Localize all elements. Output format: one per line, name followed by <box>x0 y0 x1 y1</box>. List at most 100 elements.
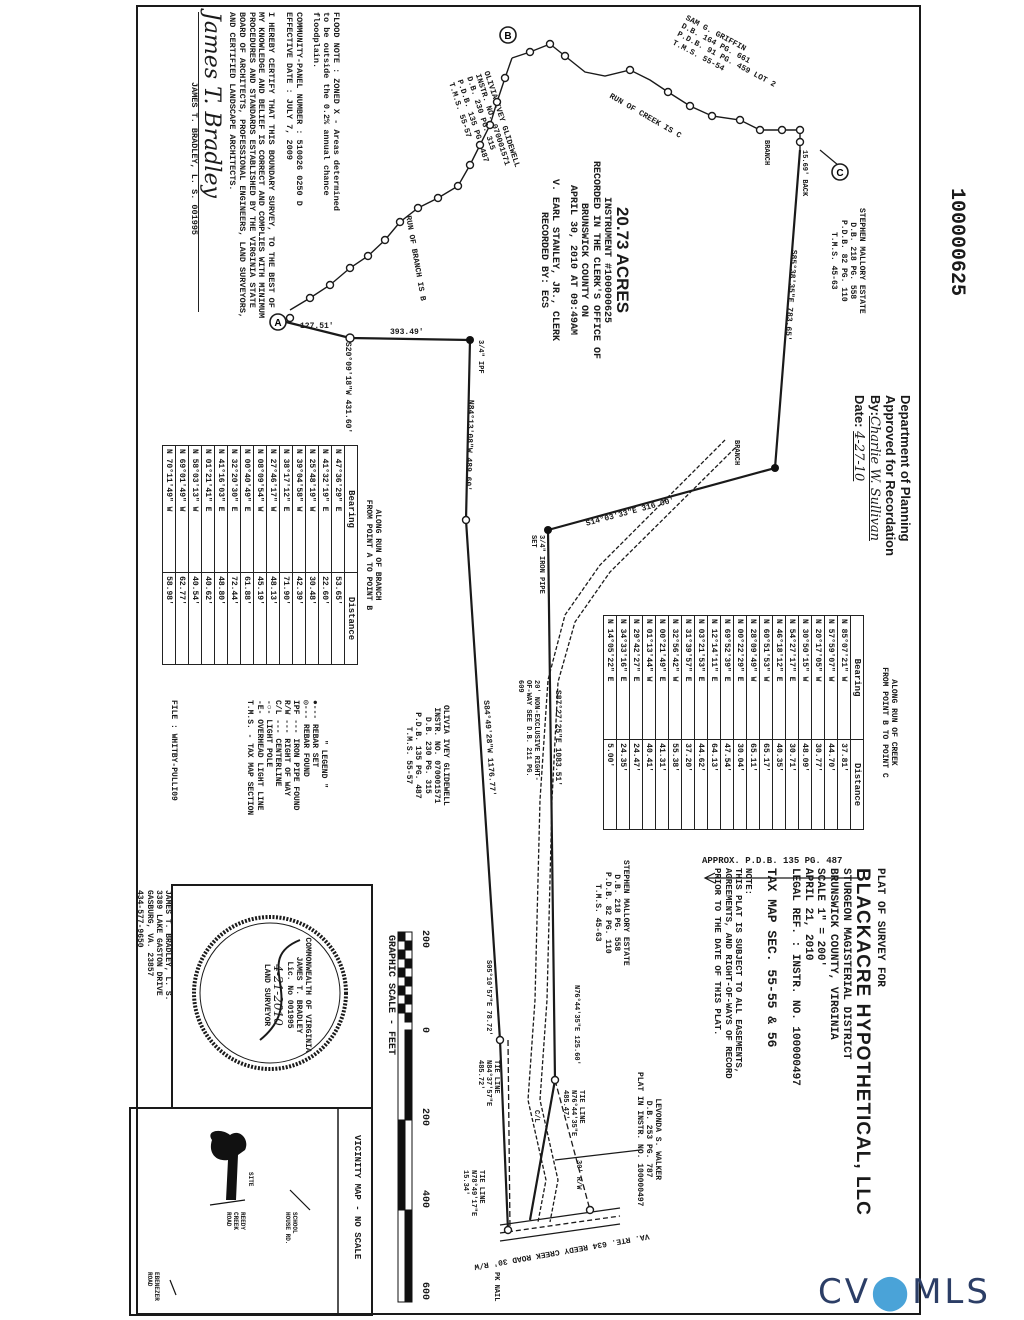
point-c-label: C <box>836 168 843 179</box>
bearing-cell: N 27°46'17" W <box>266 445 280 573</box>
distance-cell: 42.39' <box>292 572 306 665</box>
legend-title: " LEGEND " <box>319 740 328 789</box>
tie-line-label: TIE LINE N78°49'17"E 15.34' <box>461 1170 485 1217</box>
file-name: FILE : WHITBY-PULLI09 <box>169 700 178 801</box>
planning-approval-stamp: Department of Planning Approved for Reco… <box>850 395 913 556</box>
sheet-border <box>136 5 921 1315</box>
clerk-name: V. EARL STANLEY, JR., CLERK <box>549 178 561 342</box>
legend-item: R/W --- RIGHT OF WAY <box>282 700 292 797</box>
bearing-cell: N 32°20'30" E <box>227 445 241 573</box>
scale-tick: 200 <box>419 1108 430 1127</box>
course-label: S20°09'18"W 431.60' <box>343 342 352 434</box>
course-label: S05°10'57"E 78.72' <box>484 960 492 1036</box>
bearing-cell: N 41°32'19" E <box>318 445 332 573</box>
distance-cell: 37.81' <box>837 739 851 830</box>
distance-cell: 62.77' <box>175 572 189 665</box>
column-header: Bearing <box>344 445 358 573</box>
bearing-cell: N 34°33'16" E <box>616 615 630 740</box>
certification: I HEREBY CERTIFY THAT THIS BOUNDARY SURV… <box>266 12 277 308</box>
distance-cell: 5.00' <box>603 739 617 830</box>
map-pin-icon: ⬤ <box>871 1272 913 1312</box>
bearing-cell: N 29°42'27" E <box>629 615 643 740</box>
course-label: S87°27'25"E 1083.51' <box>553 690 562 787</box>
distance-cell: 30.04' <box>733 739 747 830</box>
bearing-cell: N 28°09'49" W <box>746 615 760 740</box>
distance-cell: 64.13' <box>707 739 721 830</box>
bearing-cell: N 00°40'49" E <box>240 445 254 573</box>
distance-cell: 30.48' <box>305 572 319 665</box>
column-header: Distance <box>850 739 864 830</box>
title-date: APRIL 21, 2010 <box>801 868 814 961</box>
distance-cell: 44.62' <box>694 739 708 830</box>
bearing-cell: N 32°56'42" W <box>668 615 682 740</box>
title-line1: PLAT OF SURVEY FOR <box>874 868 886 987</box>
seal-text: COMMONWEALTH OF VIRGINIA JAMES T. BRADLE… <box>261 937 312 1053</box>
stamp-date: 4-27-10 <box>851 431 867 482</box>
graphic-scale-bar <box>397 931 413 1303</box>
distance-cell: 55.38' <box>668 739 682 830</box>
bearing-cell: N 60°51'53" W <box>759 615 773 740</box>
stamp-signature: Charlie W. Sullivan <box>867 415 883 541</box>
title-county: BRUNSWICK COUNTY, VIRGINIA <box>826 868 839 1040</box>
course-label: 127.51' <box>300 322 334 331</box>
acreage: 20.73 ACRES <box>613 206 632 314</box>
pk-nail-label: PK NAIL <box>492 1272 500 1302</box>
course-label: 393.49' <box>390 328 424 337</box>
distance-cell: 40.62' <box>201 572 215 665</box>
branch-label: BRANCH <box>762 140 770 166</box>
bearing-cell: N 70°11'49" W <box>162 445 176 573</box>
bearing-cell: N 14°05'22" E <box>603 615 617 740</box>
title-tax-map: TAX MAP SEC. 55-55 & 56 <box>764 868 780 1048</box>
note-line: AGREEMENTS, AND RIGHT-OF-WAYS OF RECORD <box>722 868 733 1079</box>
distance-cell: 48.13' <box>266 572 280 665</box>
scale-tick: 600 <box>419 1282 430 1301</box>
title-owner: BLACKACRE HYPOTHETICAL, LLC <box>852 868 874 1216</box>
ipf-label: 3/4" IPF <box>476 340 484 374</box>
distance-cell: 24.35' <box>616 739 630 830</box>
bearing-cell: N 39°04'58" W <box>292 445 306 573</box>
distance-cell: 40.54' <box>188 572 202 665</box>
legend-item: ●--- REBAR SET <box>309 700 319 768</box>
cvrmls-watermark-logo: CV⬤MLS <box>818 1272 991 1312</box>
stamp-date-label: Date: <box>852 395 868 428</box>
title-legal-ref: LEGAL REF. : INSTR. NO. 100000497 <box>788 868 801 1086</box>
branch-label: BRANCH <box>732 440 740 466</box>
legend-item: -○- LIGHT POLE <box>263 700 273 768</box>
distance-cell: 53.65' <box>331 572 345 665</box>
run-of-creek <box>511 43 801 150</box>
distance-cell: 48.09' <box>798 739 812 830</box>
distance-cell: 72.44' <box>227 572 241 665</box>
vicinity-site: SITE <box>247 1172 254 1187</box>
legend-item: -E- OVERHEAD LIGHT LINE <box>254 700 264 811</box>
vicinity-road: EBENEZER ROAD <box>146 1272 160 1301</box>
distance-cell: 30.77' <box>811 739 825 830</box>
graphic-scale-title: GRAPHIC SCALE - FEET <box>385 935 396 1056</box>
row-width-label: 30' R/W <box>574 1160 582 1190</box>
document-number: 100000625 <box>945 188 968 297</box>
centerline-label: C/L <box>532 1110 540 1123</box>
distance-cell: 40.35' <box>772 739 786 830</box>
note-label: NOTE: <box>743 868 754 896</box>
legend-item: ◎--- REBAR FOUND <box>300 700 310 777</box>
distance-cell: 24.47' <box>629 739 643 830</box>
